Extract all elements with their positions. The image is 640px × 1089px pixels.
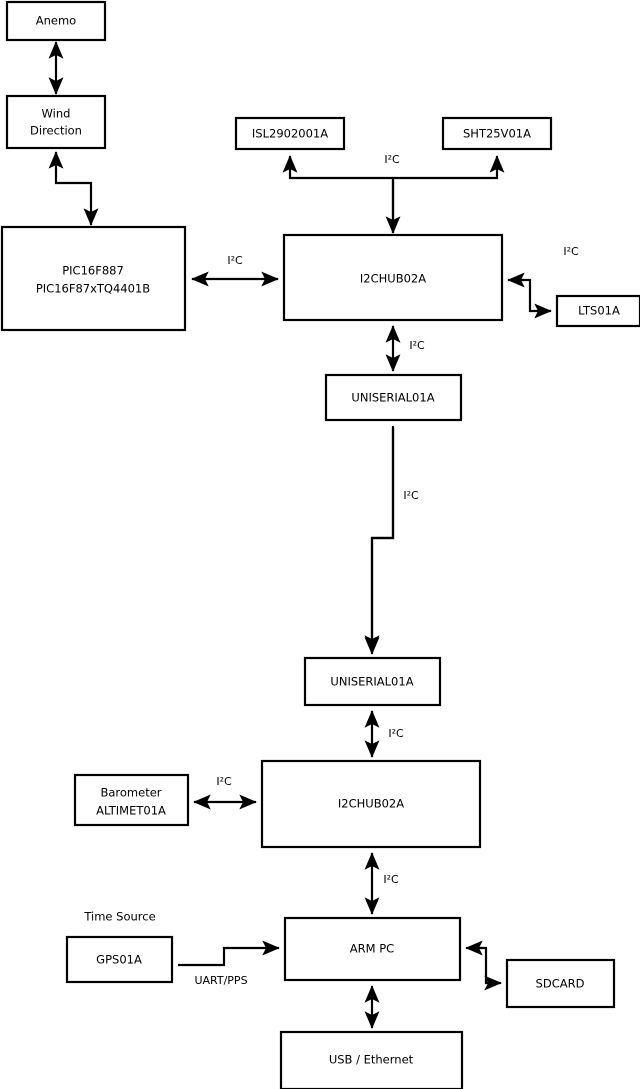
node-box[interactable] bbox=[0, 225, 187, 332]
node-box[interactable] bbox=[441, 116, 553, 151]
node-box[interactable] bbox=[283, 916, 462, 982]
node-sht25v01a[interactable]: SHT25V01A bbox=[441, 116, 553, 151]
edge-label-i2c-uniserial-bot: I²C bbox=[388, 727, 404, 740]
edge-label-i2c-armpc: I²C bbox=[383, 873, 399, 886]
node-label-pic-line2: PIC16F87xTQ4401B bbox=[36, 282, 150, 296]
node-label-usb-ethernet: USB / Ethernet bbox=[329, 1053, 414, 1067]
node-wind-direction[interactable]: Wind Direction bbox=[5, 94, 107, 150]
edge-armpc-sdcard bbox=[465, 940, 502, 991]
node-label-sht: SHT25V01A bbox=[463, 127, 531, 141]
node-label-barometer-line2: ALTIMET01A bbox=[96, 804, 166, 818]
node-box[interactable] bbox=[505, 958, 616, 1009]
node-box[interactable] bbox=[73, 773, 190, 827]
edge-barometer-i2chub-bot: I²C bbox=[193, 775, 257, 810]
edge-gps-armpc: UART/PPS bbox=[178, 940, 280, 987]
edge-line-to-sdcard bbox=[470, 946, 502, 991]
edge-line-to-sht bbox=[393, 155, 505, 180]
node-label-pic-line1: PIC16F887 bbox=[62, 264, 124, 278]
label-time-source: Time Source bbox=[83, 910, 155, 924]
node-isl2902001a[interactable]: ISL2902001A bbox=[234, 116, 346, 151]
edge-i2chub-top-uniserial-top: I²C bbox=[385, 325, 425, 372]
node-label-sdcard: SDCARD bbox=[536, 977, 585, 991]
node-barometer[interactable]: Barometer ALTIMET01A bbox=[73, 773, 190, 827]
edge-line-to-lts bbox=[512, 278, 552, 319]
edge-line-to-isl bbox=[282, 155, 393, 180]
node-label-wind-direction-line1: Wind bbox=[42, 107, 71, 121]
node-box[interactable] bbox=[303, 656, 442, 707]
node-lts01a[interactable]: LTS01A bbox=[555, 294, 640, 328]
node-i2chub02a-bottom[interactable]: I2CHUB02A bbox=[260, 759, 482, 849]
edge-line-up bbox=[364, 426, 395, 655]
node-box[interactable] bbox=[65, 935, 174, 984]
node-uniserial01a-top[interactable]: UNISERIAL01A bbox=[324, 373, 463, 422]
node-label-anemo: Anemo bbox=[36, 14, 76, 28]
edge-uniserial-link: I²C bbox=[364, 426, 419, 655]
node-anemo[interactable]: Anemo bbox=[5, 0, 107, 42]
edge-pic-i2chub-top: I²C bbox=[191, 254, 279, 287]
edge-line bbox=[48, 151, 99, 226]
edge-i2chub-bot-armpc: I²C bbox=[364, 852, 399, 915]
node-box[interactable] bbox=[555, 294, 640, 328]
node-arm-pc[interactable]: ARM PC bbox=[283, 916, 462, 982]
node-label-lts: LTS01A bbox=[578, 304, 620, 318]
node-label-uniserial-top: UNISERIAL01A bbox=[351, 391, 434, 405]
node-box[interactable] bbox=[260, 759, 482, 849]
node-gps01a[interactable]: GPS01A bbox=[65, 935, 174, 984]
node-box[interactable] bbox=[5, 0, 107, 42]
edge-label-pic-i2chub: I²C bbox=[227, 254, 243, 267]
edge-uniserial-bot-i2chub-bot: I²C bbox=[364, 710, 404, 758]
node-usb-ethernet[interactable]: USB / Ethernet bbox=[279, 1030, 464, 1089]
node-label-arm-pc: ARM PC bbox=[350, 942, 394, 956]
node-sdcard[interactable]: SDCARD bbox=[505, 958, 616, 1009]
node-box[interactable] bbox=[234, 116, 346, 151]
node-label-wind-direction-line2: Direction bbox=[30, 124, 82, 138]
node-label-barometer-line1: Barometer bbox=[100, 786, 161, 800]
node-label-uniserial-bottom: UNISERIAL01A bbox=[330, 675, 413, 689]
edge-i2chub-top-lts: I²C bbox=[507, 245, 579, 319]
node-label-gps: GPS01A bbox=[96, 953, 142, 967]
node-box[interactable] bbox=[279, 1030, 464, 1089]
node-label-i2chub-bottom: I2CHUB02A bbox=[338, 797, 404, 811]
edge-wind-direction-pic bbox=[48, 151, 99, 226]
edge-line-down bbox=[364, 428, 395, 653]
node-box[interactable] bbox=[282, 233, 504, 322]
edge-label-i2c-lts: I²C bbox=[563, 245, 579, 258]
node-pic-microcontroller[interactable]: PIC16F887 PIC16F87xTQ4401B bbox=[0, 225, 187, 332]
node-uniserial01a-bottom[interactable]: UNISERIAL01A bbox=[303, 656, 442, 707]
node-i2chub02a-top[interactable]: I2CHUB02A bbox=[282, 233, 504, 322]
node-label-i2chub-top: I2CHUB02A bbox=[360, 272, 426, 286]
edge-label-i2c-uniserial-link: I²C bbox=[403, 489, 419, 502]
node-label-isl: ISL2902001A bbox=[252, 127, 328, 141]
edge-label-uart-pps: UART/PPS bbox=[194, 974, 247, 987]
node-box[interactable] bbox=[5, 94, 107, 150]
edge-line bbox=[178, 940, 280, 967]
edge-i2chub-top-sensors: I²C bbox=[282, 153, 505, 234]
edge-label-i2c-uniserial-top: I²C bbox=[409, 339, 425, 352]
edge-label-i2c-sensors: I²C bbox=[384, 153, 400, 166]
node-box[interactable] bbox=[324, 373, 463, 422]
edge-label-i2c-barometer: I²C bbox=[216, 775, 232, 788]
